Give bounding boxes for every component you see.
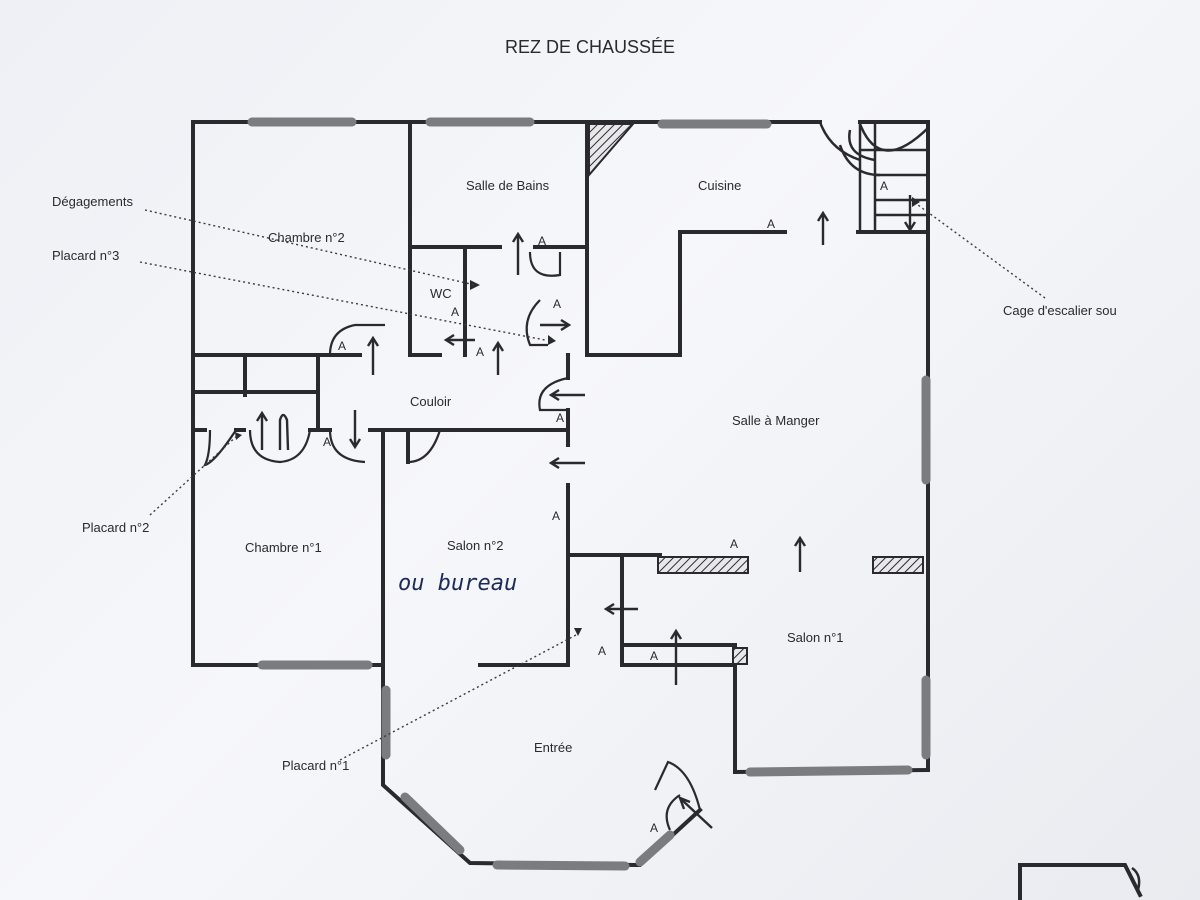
- plan-title: REZ DE CHAUSSÉE: [505, 37, 675, 57]
- staircase: [818, 121, 929, 233]
- callout-placard-2: Placard n°2: [82, 520, 149, 535]
- callout-degagements: Dégagements: [52, 194, 133, 209]
- a-mark: A: [552, 509, 560, 523]
- a-mark: A: [767, 217, 775, 231]
- room-labels: Salle de Bains Cuisine Chambre n°2 WC Co…: [245, 178, 844, 755]
- triangle-marks: [235, 197, 920, 636]
- a-marks: A A A A A A A A A A A A A A: [323, 179, 888, 835]
- corner-fragment: [1018, 863, 1143, 900]
- room-label-chambre-2: Chambre n°2: [268, 230, 345, 245]
- callout-cage-escalier: Cage d'escalier sou: [1003, 303, 1117, 318]
- room-label-salon-2: Salon n°2: [447, 538, 504, 553]
- a-mark: A: [730, 537, 738, 551]
- callouts: Dégagements Placard n°3 Placard n°2 Plac…: [52, 194, 1117, 773]
- room-label-couloir: Couloir: [410, 394, 452, 409]
- room-label-salle-de-bains: Salle de Bains: [466, 178, 550, 193]
- callout-placard-1: Placard n°1: [282, 758, 349, 773]
- a-mark: A: [556, 411, 564, 425]
- a-mark: A: [538, 234, 546, 248]
- windows: [247, 117, 931, 871]
- interior-walls: [191, 120, 930, 667]
- handwritten-note: ou bureau: [398, 571, 517, 596]
- room-label-entree: Entrée: [534, 740, 572, 755]
- a-mark: A: [323, 435, 331, 449]
- flow-arrows: [255, 210, 830, 829]
- a-mark: A: [338, 339, 346, 353]
- a-mark: A: [650, 821, 658, 835]
- doors: [202, 251, 702, 831]
- room-label-cuisine: Cuisine: [698, 178, 741, 193]
- a-mark: A: [553, 297, 561, 311]
- a-mark: A: [476, 345, 484, 359]
- room-label-salon-1: Salon n°1: [787, 630, 844, 645]
- room-label-chambre-1: Chambre n°1: [245, 540, 322, 555]
- a-mark: A: [880, 179, 888, 193]
- a-mark: A: [598, 644, 606, 658]
- a-mark: A: [451, 305, 459, 319]
- hatched-elements: [588, 123, 924, 665]
- a-mark: A: [650, 649, 658, 663]
- callout-placard-3: Placard n°3: [52, 248, 119, 263]
- room-label-wc: WC: [430, 286, 452, 301]
- room-label-salle-a-manger: Salle à Manger: [732, 413, 820, 428]
